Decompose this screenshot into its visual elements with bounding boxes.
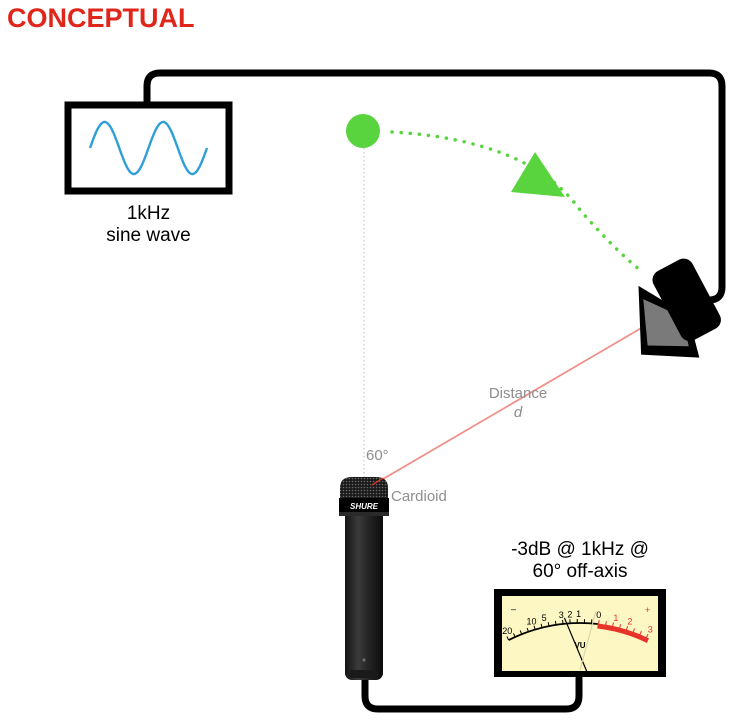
distance-label: Distance d [468, 384, 568, 422]
vu-plus-sign: + [645, 605, 650, 615]
rotation-arrow-icon [511, 152, 565, 197]
rotation-path [392, 132, 640, 270]
vu-scale-label: 3 [559, 610, 564, 620]
speaker-icon [610, 255, 733, 381]
start-position-dot [346, 114, 380, 148]
vu-scale-label: 0 [596, 610, 601, 620]
meter-caption-line1: -3dB @ 1kHz @ [480, 539, 680, 561]
vu-scale-label: 2 [627, 617, 632, 627]
mic-cable [365, 675, 579, 709]
angle-label: 60° [366, 446, 406, 465]
vu-scale-label: 20 [502, 626, 512, 636]
vu-minus-sign: – [511, 604, 516, 614]
meter-caption-line2: 60° off-axis [480, 561, 680, 583]
mic-brand-label: SHURE [350, 502, 379, 511]
vu-scale-label: 1 [613, 613, 618, 623]
vu-scale-label: 2 [567, 609, 572, 619]
generator-label-line2: sine wave [68, 225, 229, 247]
vu-tick [606, 621, 607, 625]
vu-scale-label: 5 [542, 613, 547, 623]
generator-label-line1: 1kHz [68, 203, 229, 225]
generator-label: 1kHz sine wave [68, 203, 229, 247]
page-title: CONCEPTUAL [7, 3, 195, 34]
vu-scale-label: 3 [648, 625, 653, 635]
vu-tick [555, 621, 556, 625]
meter-caption: -3dB @ 1kHz @ 60° off-axis [480, 539, 680, 583]
signal-generator [68, 105, 229, 191]
distance-symbol: d [468, 403, 568, 422]
polar-pattern-label: Cardioid [391, 487, 471, 506]
vu-scale-label: 10 [526, 616, 536, 626]
microphone-icon: SHURE [339, 477, 389, 680]
vu-scale-label: 1 [576, 609, 581, 619]
signal-cable-top [147, 73, 722, 300]
distance-label-text: Distance [468, 384, 568, 403]
vu-tick [599, 620, 600, 624]
